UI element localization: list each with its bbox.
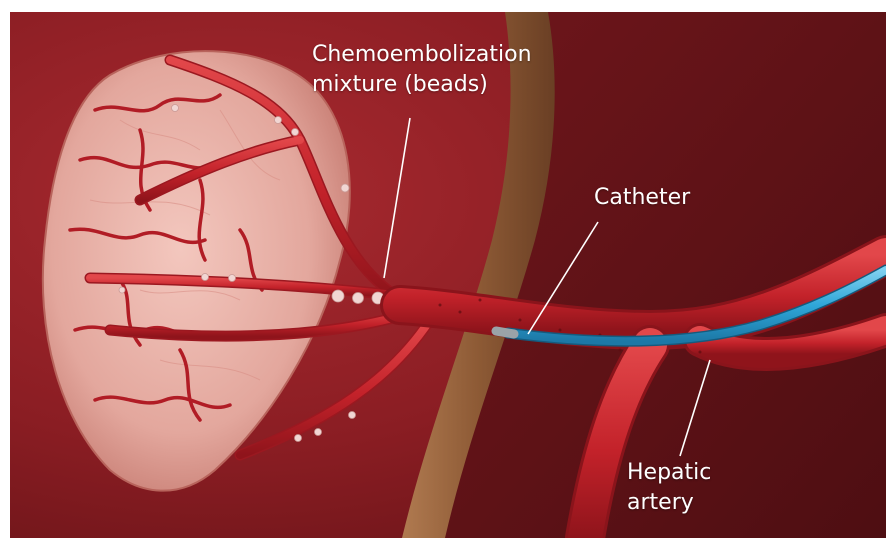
label-hepatic-line2: artery xyxy=(627,488,711,518)
label-hepatic-artery: Hepatic artery xyxy=(627,458,711,518)
label-hepatic-line1: Hepatic xyxy=(627,458,711,488)
label-beads-line2: mixture (beads) xyxy=(312,70,532,100)
label-beads-line1: Chemoembolization xyxy=(312,40,532,70)
catheter-tip xyxy=(496,331,514,334)
label-catheter: Catheter xyxy=(594,183,690,213)
label-chemoembolization-mixture: Chemoembolization mixture (beads) xyxy=(312,40,532,100)
